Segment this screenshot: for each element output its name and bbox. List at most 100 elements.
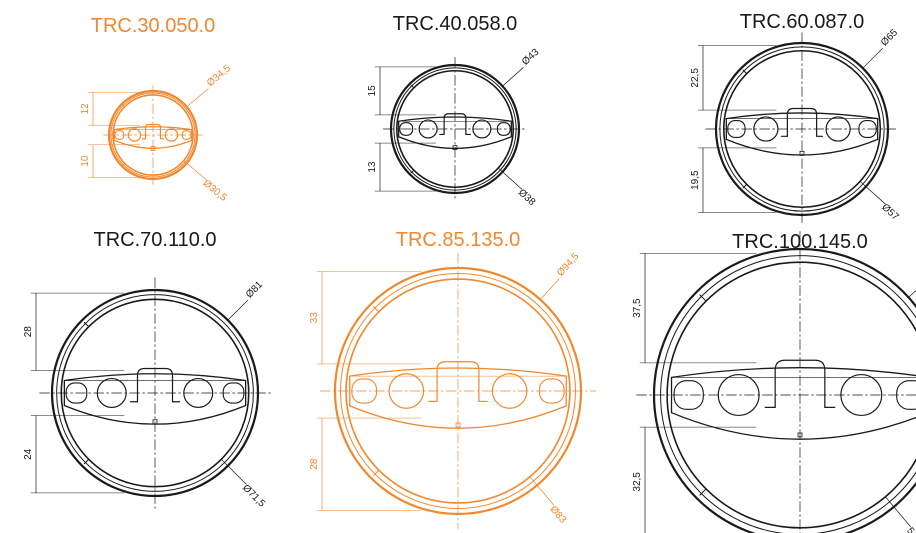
ring-tick (373, 469, 380, 476)
outer-diameter-leader (908, 290, 916, 298)
ring-tick (742, 69, 748, 75)
center-bracket (129, 367, 181, 403)
left-hole (127, 128, 142, 142)
outer-diameter-label: Ø34,5 (205, 63, 233, 89)
drawing-title: TRC.85.135.0 (396, 229, 521, 251)
inner-diameter-label: Ø71,5 (240, 483, 267, 510)
drawing-title: TRC.30.050.0 (91, 15, 216, 37)
inner-diameter-leader (497, 167, 523, 190)
outer-diameter-leader (186, 88, 209, 108)
right-slot (496, 122, 511, 136)
center-pin (452, 145, 458, 151)
inner-diameter-label: Ø57 (879, 202, 901, 223)
right-hole (491, 373, 528, 409)
ring-tick (122, 104, 126, 108)
right-slot (858, 120, 877, 138)
crossbar (113, 126, 193, 149)
right-slot (538, 378, 565, 404)
crossbar (398, 116, 512, 149)
inner-diameter-label: Ø83 (547, 504, 568, 526)
center-pin (152, 419, 158, 425)
inner-diameter-label: Ø30,5 (201, 178, 229, 204)
left-hole (96, 377, 127, 409)
upper-height-label: 12 (80, 103, 91, 115)
center-bracket (764, 359, 836, 409)
ring-tick (410, 169, 415, 174)
ring-tick (83, 321, 90, 328)
inner-diameter-leader (529, 476, 555, 506)
ring-tick (742, 183, 748, 189)
upper-height-label: 28 (23, 326, 34, 338)
outer-ring-inner-edge (660, 255, 916, 533)
center-pin (455, 422, 461, 428)
ring-tick (83, 458, 90, 465)
left-slot (727, 120, 746, 138)
left-slot (65, 382, 88, 404)
right-hole (183, 377, 214, 409)
right-hole (472, 119, 492, 139)
drawing-title: TRC.40.058.0 (393, 13, 518, 35)
lower-height-label: 24 (23, 448, 34, 460)
outer-diameter-leader (539, 278, 560, 300)
inner-diameter-label: 5 (904, 526, 916, 533)
lower-height-label: 28 (309, 458, 320, 470)
right-slot (181, 130, 192, 140)
left-hole (418, 119, 438, 139)
outer-ring-inner-edge (56, 294, 254, 492)
ring-tick (699, 294, 707, 302)
inner-diameter-leader (859, 181, 886, 205)
center-pin (797, 432, 803, 438)
upper-height-label: 22,5 (690, 68, 701, 88)
upper-height-label: 37,5 (632, 298, 643, 318)
drawing-title: TRC.100.145.0 (732, 231, 868, 253)
lower-height-label: 32,5 (632, 472, 643, 492)
right-hole (825, 116, 851, 142)
crossbar (63, 373, 247, 425)
left-slot (351, 378, 378, 404)
outer-diameter-leader (227, 300, 248, 321)
center-bracket (780, 107, 824, 137)
left-hole (388, 373, 425, 409)
left-slot (114, 130, 125, 140)
outer-diameter-label: Ø43 (520, 47, 542, 68)
right-hole (164, 128, 179, 142)
center-pin (799, 150, 805, 156)
drawing-title: TRC.70.110.0 (93, 229, 216, 251)
left-slot (673, 380, 704, 410)
crossbar (725, 112, 879, 156)
inner-diameter-leader (885, 496, 911, 528)
inner-diameter-label: Ø38 (516, 187, 538, 208)
ring-tick (699, 488, 707, 496)
lower-height-label: 10 (80, 155, 91, 167)
center-pin (150, 146, 156, 151)
ring-tick (373, 306, 380, 313)
inner-diameter-leader (183, 160, 207, 181)
outer-diameter-leader (862, 48, 883, 69)
drawing-title: TRC.60.087.0 (740, 11, 865, 33)
center-bracket (439, 113, 471, 136)
left-hole (753, 116, 779, 142)
drawing-trc100: TRC.100.145.037,532,5Ø105 (632, 231, 916, 533)
upper-height-label: 33 (309, 312, 320, 324)
right-slot (896, 380, 916, 410)
outer-diameter-leader (502, 67, 524, 87)
outer-diameter-label: Ø65 (879, 27, 900, 48)
upper-height-label: 15 (367, 85, 378, 97)
crossbar (349, 367, 567, 429)
ring-tick (122, 162, 126, 166)
outer-diameter-label: Ø81 (244, 279, 265, 300)
lower-height-label: 13 (367, 161, 378, 173)
right-hole (840, 373, 883, 417)
center-bracket (141, 123, 165, 140)
right-slot (222, 382, 245, 404)
center-bracket (428, 361, 488, 403)
lower-height-label: 19,5 (690, 170, 701, 190)
crossbar (670, 367, 916, 440)
ring-tick (410, 84, 415, 89)
